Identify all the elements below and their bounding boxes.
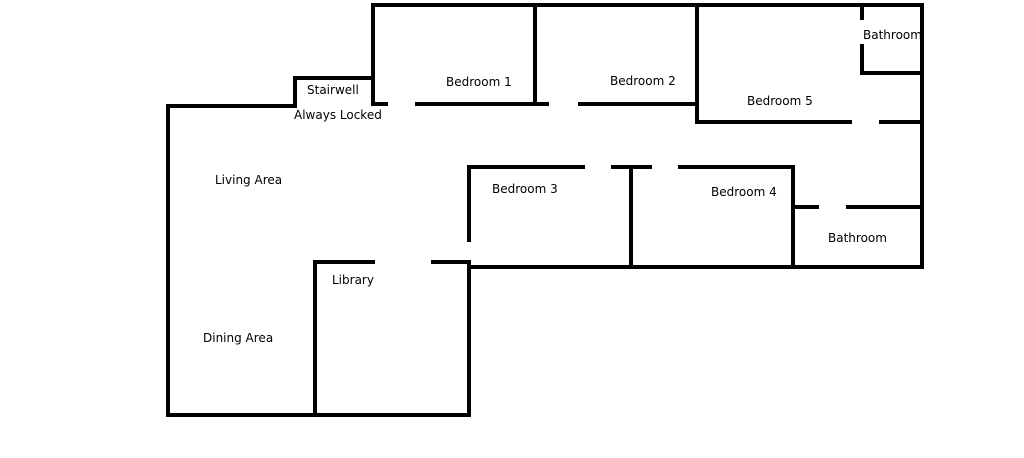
label-bathroom-bottom: Bathroom — [828, 231, 887, 245]
label-bedroom-1: Bedroom 1 — [446, 75, 512, 89]
label-stairwell: Stairwell — [307, 83, 359, 97]
label-bedroom-3: Bedroom 3 — [492, 182, 558, 196]
label-living-area: Living Area — [215, 173, 282, 187]
label-library: Library — [332, 273, 374, 287]
walls — [166, 3, 924, 417]
label-bedroom-4: Bedroom 4 — [711, 185, 777, 199]
label-dining-area: Dining Area — [203, 331, 273, 345]
label-bathroom-top: Bathroom — [863, 28, 922, 42]
label-always-locked: Always Locked — [294, 108, 382, 122]
room-labels: Stairwell Always Locked Bedroom 1 Bedroo… — [203, 28, 922, 345]
label-bedroom-5: Bedroom 5 — [747, 94, 813, 108]
label-bedroom-2: Bedroom 2 — [610, 74, 676, 88]
